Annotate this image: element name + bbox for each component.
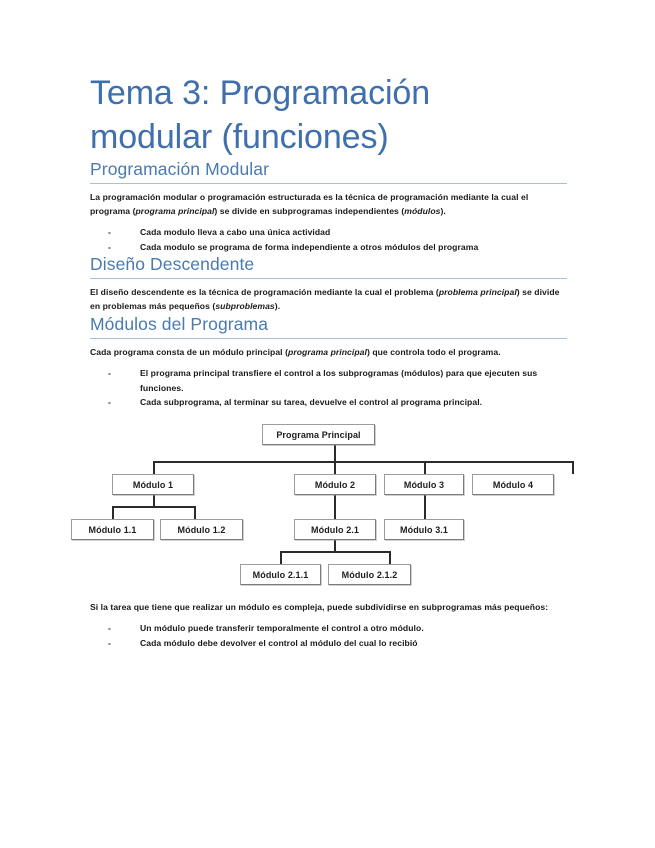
diagram-node-programa-principal[interactable]: Programa Principal [262,424,375,446]
list-item: - Cada modulo se programa de forma indepe… [108,240,567,255]
diagram-node-modulo-4[interactable]: Módulo 4 [472,474,554,496]
connector-to-modulo-2 [334,461,336,475]
list-item-label: Cada modulo lleva a cabo una única activ… [140,226,331,237]
paragraph-text-run: ( [282,346,289,357]
module-hierarchy-diagram: Programa Principal Módulo 1 Módulo 2 Mód… [71,424,575,589]
bullet-list-closing: - Un módulo puede transferir temporalment… [90,621,567,651]
bullet-list-3: - El programa principal transfiere el con… [90,366,567,410]
connector-to-modulo-2-1-2 [389,551,391,565]
paragraph-italic-run: problema principal [438,287,517,298]
list-item-label: Un módulo puede transferir temporalmente… [140,623,424,634]
paragraph-text-run: ( [130,205,136,216]
connector-root-down [334,445,336,463]
list-item: - El programa principal transfiere el con… [108,366,567,396]
list-item-label: Cada módulo debe devolver el control al … [140,637,418,648]
paragraph-italic-run: programa principal [135,205,215,216]
paragraph-text-run: ( [398,205,405,216]
section-paragraph-3: Cada programa consta de un módulo princi… [90,346,567,360]
paragraph-bold-run: módulo principal [212,346,283,357]
paragraph-text-run: ) [366,346,373,357]
list-item-label: Cada subprograma, al terminar su tarea, … [140,397,483,408]
paragraph-bold-run: el programa [90,191,529,216]
diagram-node-modulo-1[interactable]: Módulo 1 [112,474,194,496]
section-paragraph-2: El diseño descendente es la técnica de p… [90,286,567,314]
connector-modulo-3-to-3-1 [424,495,426,520]
paragraph-text-run: ). [440,205,446,216]
paragraph-text-run: ) [214,205,220,216]
section-heading-modulos-del-programa: Módulos del Programa [90,314,567,339]
connector-to-modulo-2-1-1 [280,551,282,565]
list-item: - Cada módulo debe devolver el control al… [108,636,567,651]
paragraph-bold-run: el problema [384,287,434,298]
section-paragraph-1: La programación modular o programación e… [90,191,567,219]
connector-modulo-2-to-2-1 [334,495,336,520]
paragraph-text-run: ) [516,287,523,298]
bullet-marker: - [108,226,111,237]
bullet-list-1: - Cada modulo lleva a cabo una única acti… [90,225,567,255]
connector-modulo-1-bus [112,506,195,508]
paragraph-bold-run: se divide en subprogramas independientes [219,205,399,216]
diagram-node-modulo-2-1-2[interactable]: Módulo 2.1.2 [328,564,411,586]
paragraph-text-run: ( [433,287,439,298]
list-item: - Un módulo puede transferir temporalment… [108,621,567,636]
paragraph-text-run: que controla todo el programa. [372,346,501,357]
connector-modulo-2-1-bus [280,551,390,553]
section-heading-diseno-descendente: Diseño Descendente [90,254,567,280]
bullet-marker: - [108,241,111,252]
bullet-marker: - [108,623,111,634]
diagram-node-modulo-3-1[interactable]: Módulo 3.1 [384,519,464,541]
paragraph-text-run: ). [274,301,281,312]
bullet-marker: - [108,637,111,648]
paragraph-text-run: Cada programa consta de un [90,346,213,357]
bullet-marker: - [108,397,111,408]
paragraph-text-run: ( [209,301,216,312]
paragraph-text-run: La programación modular o programación e… [90,191,521,202]
connector-modulo-2-1-down [334,540,336,553]
connector-to-modulo-3 [424,461,426,475]
diagram-node-modulo-2[interactable]: Módulo 2 [294,474,376,496]
list-item-label: Cada modulo se programa de forma indepen… [140,241,479,252]
diagram-node-modulo-1-1[interactable]: Módulo 1.1 [71,519,154,541]
connector-to-modulo-1-2 [194,506,196,520]
paragraph-text-run: El diseño descendente es la técnica de p… [90,287,385,298]
paragraph-italic-run: subproblemas [215,301,275,312]
diagram-node-modulo-3[interactable]: Módulo 3 [384,474,464,496]
diagram-node-modulo-1-2[interactable]: Módulo 1.2 [160,519,243,541]
paragraph-italic-run: módulos [404,205,441,216]
paragraph-bold-run: : [545,602,549,613]
diagram-node-modulo-2-1-1[interactable]: Módulo 2.1.1 [240,564,321,586]
connector-modulo-1-down [153,495,155,508]
connector-level2-bus [153,461,573,463]
paragraph-bold-run: se divide en problemas más pequeños [90,287,560,312]
bullet-marker: - [108,367,111,378]
list-item: - Cada modulo lleva a cabo una única acti… [108,225,567,240]
list-item-label: El programa principal transfiere el cont… [140,367,538,393]
connector-to-modulo-4 [572,461,574,475]
paragraph-bold-run: subprogramas más pequeños [421,602,546,613]
section-heading-programacion-modular: Programación Modular [90,159,567,184]
list-item: - Cada subprograma, al terminar su tarea,… [108,395,567,410]
connector-to-modulo-1 [153,461,155,475]
document-title: Tema 3: Programación modular (funciones) [90,74,431,156]
closing-paragraph: Si la tarea que tiene que realizar un mó… [90,601,567,615]
paragraph-italic-run: programa principal [288,346,367,357]
paragraph-text-run: Si la tarea que tiene que realizar un mó… [90,602,422,613]
diagram-node-modulo-2-1[interactable]: Módulo 2.1 [294,519,376,541]
connector-to-modulo-1-1 [112,506,114,520]
